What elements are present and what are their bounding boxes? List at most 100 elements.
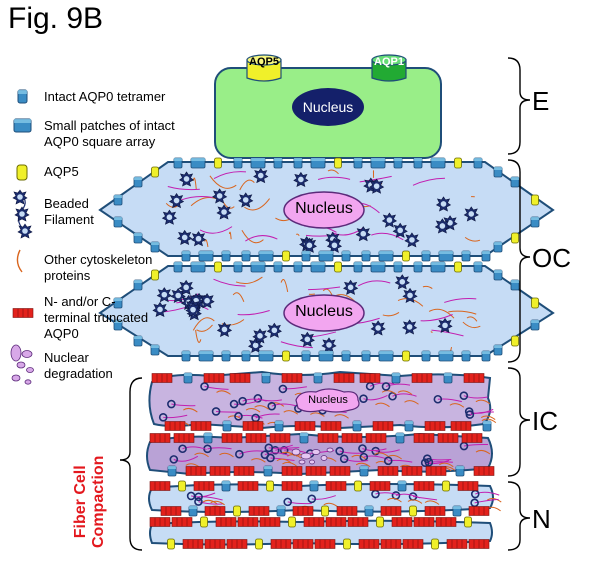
aqp0-marker <box>405 421 413 431</box>
legend-truncated-aqp0-icon <box>13 309 33 318</box>
aqp0-marker <box>251 262 265 272</box>
aqp0-marker <box>422 251 430 261</box>
truncated-aqp0-marker <box>293 507 313 516</box>
truncated-aqp0-marker <box>204 374 224 383</box>
legend <box>11 90 34 384</box>
aqp5-marker <box>344 539 351 549</box>
truncated-aqp0-marker <box>172 518 192 527</box>
truncated-aqp0-marker <box>293 540 313 549</box>
aqp5-marker <box>283 351 290 361</box>
compaction-label-line-2: Compaction <box>90 456 108 548</box>
aqp0-marker <box>319 351 333 361</box>
truncated-aqp0-marker <box>334 374 354 383</box>
truncated-aqp0-marker <box>216 518 236 527</box>
truncated-aqp0-marker <box>414 434 434 443</box>
aqp0-marker <box>302 351 310 361</box>
aqp0-marker <box>431 262 445 272</box>
aqp5-marker <box>455 158 462 168</box>
truncated-aqp0-marker <box>412 374 432 383</box>
legend-label-nuclear-degradation: Nuclear degradation <box>44 350 124 382</box>
aqp0-marker <box>275 421 283 431</box>
truncated-aqp0-marker <box>381 540 401 549</box>
truncated-aqp0-marker <box>438 434 458 443</box>
aqp0-marker <box>353 421 361 431</box>
aqp0-marker <box>151 345 159 355</box>
legend-nuclear-degradation-icon <box>11 345 34 384</box>
aqp0-marker <box>314 373 322 383</box>
truncated-aqp0-marker <box>246 434 266 443</box>
bracket-n <box>508 482 530 550</box>
aqp5-marker <box>201 517 208 527</box>
aqp0-marker <box>174 262 182 272</box>
truncated-aqp0-marker <box>360 374 380 383</box>
truncated-aqp0-marker <box>436 518 456 527</box>
aqp0-marker <box>362 351 370 361</box>
region-label-ic: IC <box>532 406 558 437</box>
truncated-aqp0-marker <box>414 518 434 527</box>
aqp5-marker <box>215 158 222 168</box>
aqp0-marker <box>531 217 539 227</box>
truncated-aqp0-marker <box>474 467 494 476</box>
aqp0-marker <box>223 421 231 431</box>
aqp5-marker <box>410 506 417 516</box>
truncated-aqp0-marker <box>210 467 230 476</box>
aqp0-marker <box>494 270 502 280</box>
aqp0-marker <box>462 351 470 361</box>
truncated-aqp0-marker <box>464 374 484 383</box>
region-label-n: N <box>532 504 551 535</box>
aqp5-marker <box>465 517 472 527</box>
aqp5-marker <box>512 336 519 346</box>
truncated-aqp0-marker <box>366 434 386 443</box>
truncated-aqp0-marker <box>249 507 269 516</box>
truncated-aqp0-marker <box>378 467 398 476</box>
aqp0-marker <box>311 262 325 272</box>
truncated-aqp0-marker <box>321 422 341 431</box>
aqp0-marker <box>474 158 482 168</box>
truncated-aqp0-marker <box>342 434 362 443</box>
truncated-aqp0-marker <box>271 540 291 549</box>
aqp0-marker <box>302 251 310 261</box>
aqp5-marker <box>283 251 290 261</box>
aqp5-marker <box>512 233 519 243</box>
truncated-aqp0-marker <box>238 518 258 527</box>
aqp0-marker <box>294 158 302 168</box>
aqp0-marker <box>394 262 402 272</box>
aqp0-marker <box>494 242 502 252</box>
bracket-ic <box>508 368 530 476</box>
truncated-aqp0-marker <box>425 422 445 431</box>
truncated-aqp0-marker <box>462 434 482 443</box>
aqp0-marker <box>431 158 445 168</box>
aqp0-marker <box>182 351 190 361</box>
truncated-aqp0-marker <box>230 374 250 383</box>
truncated-aqp0-marker <box>282 482 302 491</box>
aqp0-marker <box>511 177 519 187</box>
truncated-aqp0-marker <box>381 507 401 516</box>
aqp0-marker <box>242 251 250 261</box>
aqp5-channel-label: AQP5 <box>248 56 280 68</box>
aqp5-marker <box>234 506 241 516</box>
aqp5-marker <box>168 539 175 549</box>
aqp0-marker <box>453 506 461 516</box>
figure-title: Fig. 9B <box>8 2 103 36</box>
aqp5-marker <box>455 262 462 272</box>
n-cell-2 <box>150 517 492 549</box>
aqp0-marker <box>204 433 212 443</box>
truncated-aqp0-marker <box>205 540 225 549</box>
truncated-aqp0-marker <box>469 540 489 549</box>
aqp5-marker <box>256 539 263 549</box>
aqp0-marker <box>482 251 490 261</box>
aqp5-marker <box>335 262 342 272</box>
aqp5-marker <box>443 481 450 491</box>
truncated-aqp0-marker <box>326 518 346 527</box>
aqp0-marker <box>319 251 333 261</box>
aqp0-marker <box>422 351 430 361</box>
truncated-aqp0-marker <box>282 467 302 476</box>
aqp0-marker <box>274 262 282 272</box>
truncated-aqp0-marker <box>337 507 357 516</box>
legend-beaded-filament-icon <box>13 190 32 238</box>
truncated-aqp0-marker <box>370 482 390 491</box>
aqp0-marker <box>134 233 142 243</box>
legend-label-truncated-aqp0: N- and/or C- terminal truncated AQP0 <box>44 294 156 342</box>
aqp0-marker <box>483 421 491 431</box>
aqp5-marker <box>335 158 342 168</box>
